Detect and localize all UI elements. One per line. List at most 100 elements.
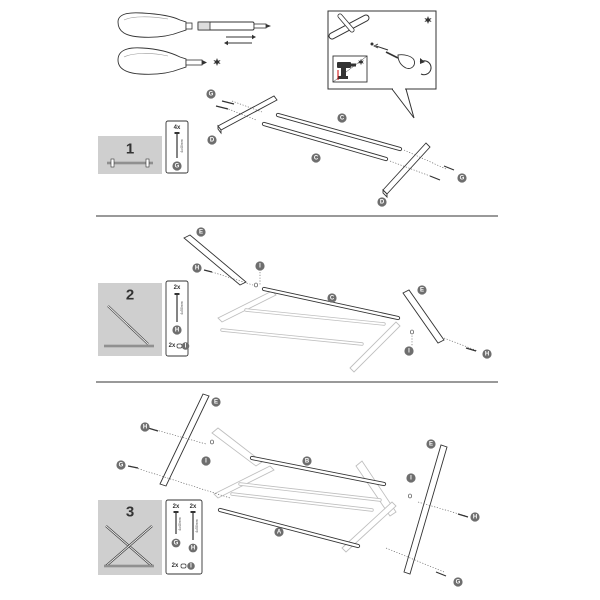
- step-3-thumbnail: [104, 525, 154, 568]
- svg-text:H: H: [473, 514, 477, 520]
- screw-G: [127, 465, 139, 469]
- badge-D: [377, 197, 387, 207]
- rotate-icon: [419, 58, 432, 76]
- badge-I: [404, 346, 414, 356]
- svg-text:E: E: [214, 399, 218, 405]
- screw-icon: [174, 293, 180, 322]
- badge-H: [470, 512, 480, 522]
- badge-E: [417, 285, 427, 295]
- hardware-size: 4x50mm: [195, 519, 199, 533]
- hardware-qty: 2x: [174, 285, 181, 291]
- badge-H: [140, 422, 150, 432]
- svg-text:B: B: [305, 458, 310, 464]
- screwdriver-icon: [117, 12, 193, 38]
- part-E-right: [402, 289, 445, 344]
- svg-text:H: H: [485, 351, 489, 357]
- svg-text:C: C: [340, 115, 345, 121]
- part-E-right: [403, 444, 448, 575]
- hardware-box-step-3: 2x 4x40mm G 2x 4x50mm H 2x I: [165, 499, 203, 575]
- hardware-box-step-2: 2x 4x50mm H 2x I: [165, 280, 190, 357]
- screwdriver-with-bit-icon: [117, 47, 207, 75]
- svg-text:H: H: [195, 265, 199, 271]
- hardware-size: 4x40mm: [178, 517, 182, 531]
- hardware-size: 4x50mm: [180, 301, 184, 315]
- step-1: 1 4x 4x40mm G: [98, 89, 467, 207]
- svg-text:H: H: [143, 424, 147, 430]
- screw-icon: [173, 511, 179, 534]
- dowel-I: [210, 439, 214, 445]
- svg-text:I: I: [205, 458, 207, 464]
- hardware-box-step-1: 4x 4x40mm G: [165, 120, 189, 174]
- screw-H: [147, 427, 159, 432]
- screw-H: [457, 513, 469, 518]
- badge-I: [201, 456, 211, 466]
- svg-text:I: I: [408, 348, 410, 354]
- svg-text:I: I: [410, 475, 412, 481]
- step-2-diagram: E E H H I I C: [183, 227, 492, 373]
- step-1-panel: [98, 136, 162, 174]
- screw-icon: [174, 132, 180, 158]
- badge-H: [172, 325, 182, 335]
- step-3-diagram: E E H H G G I I B A: [116, 393, 480, 587]
- badge-G: [116, 460, 126, 470]
- screw-icon: [190, 511, 196, 540]
- step-1-thumbnail: [107, 158, 153, 168]
- badge-H: [188, 543, 198, 553]
- step-3-number: 3: [126, 504, 134, 521]
- assembled-frame-ghost: [217, 290, 277, 323]
- dowel-I: [408, 493, 412, 499]
- dowel-icon: [180, 563, 187, 569]
- screw-G: [435, 571, 447, 577]
- svg-text:E: E: [199, 229, 203, 235]
- badge-E: [196, 227, 206, 237]
- svg-text:D: D: [210, 137, 215, 143]
- svg-text:C: C: [330, 295, 335, 301]
- dowel-I: [410, 329, 414, 335]
- svg-text:G: G: [174, 540, 179, 546]
- svg-text:G: G: [119, 462, 124, 468]
- step-2-number: 2: [126, 287, 134, 304]
- warning-star-icon: [424, 16, 432, 24]
- warning-star-icon: [213, 58, 221, 66]
- badge-E: [426, 439, 436, 449]
- step-2: 2 2x 4x50mm H 2x I: [98, 227, 492, 373]
- part-E-left: [159, 393, 210, 487]
- hardware-qty: 2x: [169, 343, 176, 349]
- svg-text:I: I: [259, 263, 261, 269]
- detail-callout: [327, 10, 437, 119]
- insert-bit-arrows: [224, 34, 256, 46]
- hardware-qty: 2x: [190, 504, 197, 510]
- screw-H: [203, 269, 213, 273]
- badge-label: G: [175, 163, 180, 169]
- svg-text:I: I: [190, 563, 192, 569]
- svg-text:A: A: [277, 529, 282, 535]
- svg-text:D: D: [380, 199, 385, 205]
- svg-text:E: E: [429, 441, 433, 447]
- badge-G: [453, 577, 463, 587]
- step-2-panel: [98, 283, 162, 356]
- badge-E: [211, 397, 221, 407]
- badge-I: [406, 473, 416, 483]
- hardware-size: 4x40mm: [180, 139, 184, 153]
- badge-G: [206, 89, 216, 99]
- badge-H: [192, 263, 202, 273]
- warning-star-icon: [358, 58, 364, 66]
- svg-text:E: E: [420, 287, 424, 293]
- step-2-thumbnail: [104, 305, 154, 348]
- drill-icon: [332, 55, 368, 83]
- step-3: 3 2x 4x40mm G 2x 4x50mm: [98, 393, 480, 587]
- svg-text:G: G: [456, 579, 461, 585]
- step-1-diagram: G G C C D D: [206, 89, 467, 207]
- hardware-qty: 2x: [173, 504, 180, 510]
- badge-A: [274, 527, 284, 537]
- screw-bit-icon: [197, 21, 271, 31]
- dowel-I: [254, 282, 258, 288]
- badge-H: [482, 349, 492, 359]
- badge-G: [457, 173, 467, 183]
- screw-H: [465, 347, 477, 352]
- badge-B: [302, 456, 312, 466]
- badge-I: [187, 562, 195, 570]
- badge-C: [327, 293, 337, 303]
- part-E-left: [183, 234, 247, 286]
